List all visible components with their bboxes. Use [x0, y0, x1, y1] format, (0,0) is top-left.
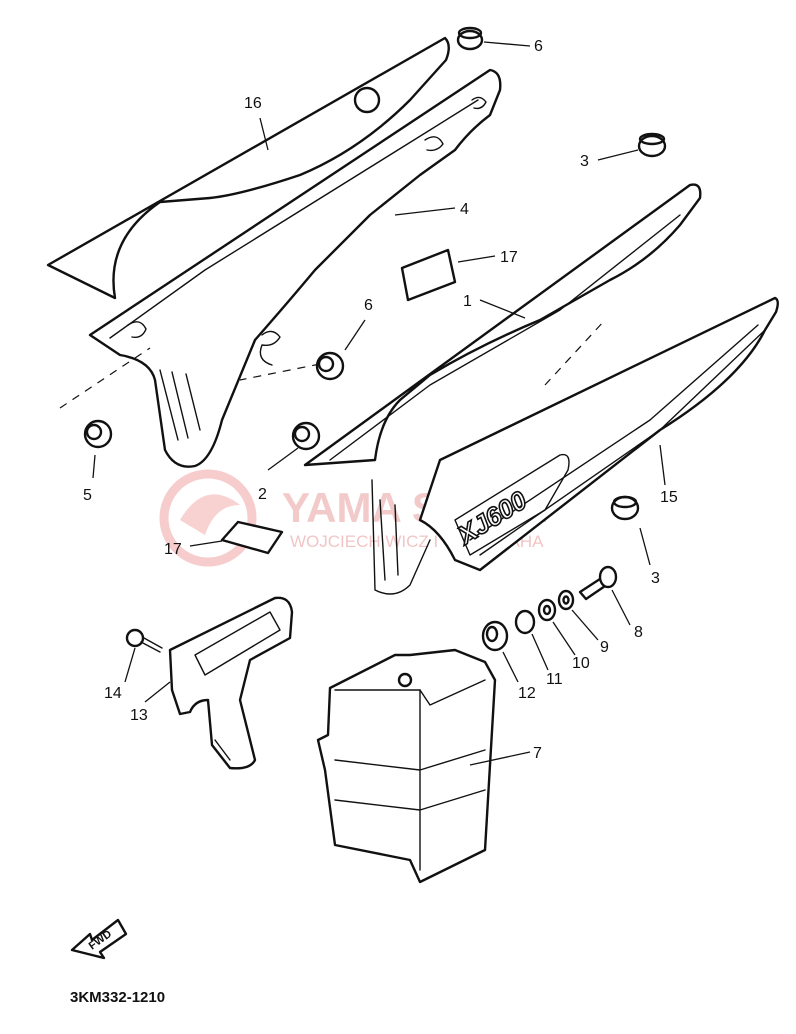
label-17-upper: 17	[500, 249, 518, 266]
label-10: 10	[572, 655, 590, 672]
part-3-grommet-top	[637, 132, 667, 158]
label-8: 8	[634, 624, 643, 641]
part-6-grommet-top	[456, 26, 484, 51]
label-13: 13	[130, 707, 148, 724]
drawing-code: 3KM332-1210	[70, 989, 165, 1006]
part-12-damper	[481, 620, 509, 652]
leader-lines	[92, 41, 666, 766]
label-5: 5	[83, 487, 92, 504]
forward-arrow-icon: FWD	[70, 918, 128, 960]
label-11: 11	[546, 671, 563, 688]
part-15-side-cover-lower	[418, 296, 779, 572]
part-8-bolt	[578, 565, 618, 601]
label-6-top: 6	[534, 38, 543, 55]
part-2-grommet	[291, 421, 321, 451]
part-6-grommet-mid	[315, 351, 345, 381]
part-10-washer	[537, 598, 557, 622]
label-16: 16	[244, 95, 262, 112]
part-3-grommet-bottom	[610, 495, 640, 521]
part-1-right-cover	[303, 183, 702, 467]
label-3-bottom: 3	[651, 570, 660, 587]
part-5-grommet	[83, 419, 113, 449]
part-17-label-lower	[220, 520, 284, 555]
label-9: 9	[600, 639, 609, 656]
label-1: 1	[463, 293, 472, 310]
label-6-mid: 6	[364, 297, 373, 314]
part-4-left-cover	[88, 68, 502, 468]
label-14: 14	[104, 685, 122, 702]
part-9-washer	[557, 589, 575, 611]
part-17-label-upper	[400, 248, 457, 302]
part-number-labels: 6 3 16 4 17 1 6 5 2 15 17 3 8 9 10 11 12…	[83, 38, 678, 762]
part-7-battery	[316, 648, 497, 884]
part-13-bracket	[168, 596, 294, 770]
part-16-side-cover-upper	[46, 36, 450, 300]
part-16-hole	[353, 86, 381, 114]
label-2: 2	[258, 486, 267, 503]
label-7: 7	[533, 745, 542, 762]
label-3-top: 3	[580, 153, 589, 170]
part-14-bolt	[125, 628, 163, 653]
label-15: 15	[660, 489, 678, 506]
label-17-lower: 17	[164, 541, 182, 558]
label-4: 4	[460, 201, 469, 218]
part-11-collar	[514, 609, 536, 635]
label-12: 12	[518, 685, 536, 702]
